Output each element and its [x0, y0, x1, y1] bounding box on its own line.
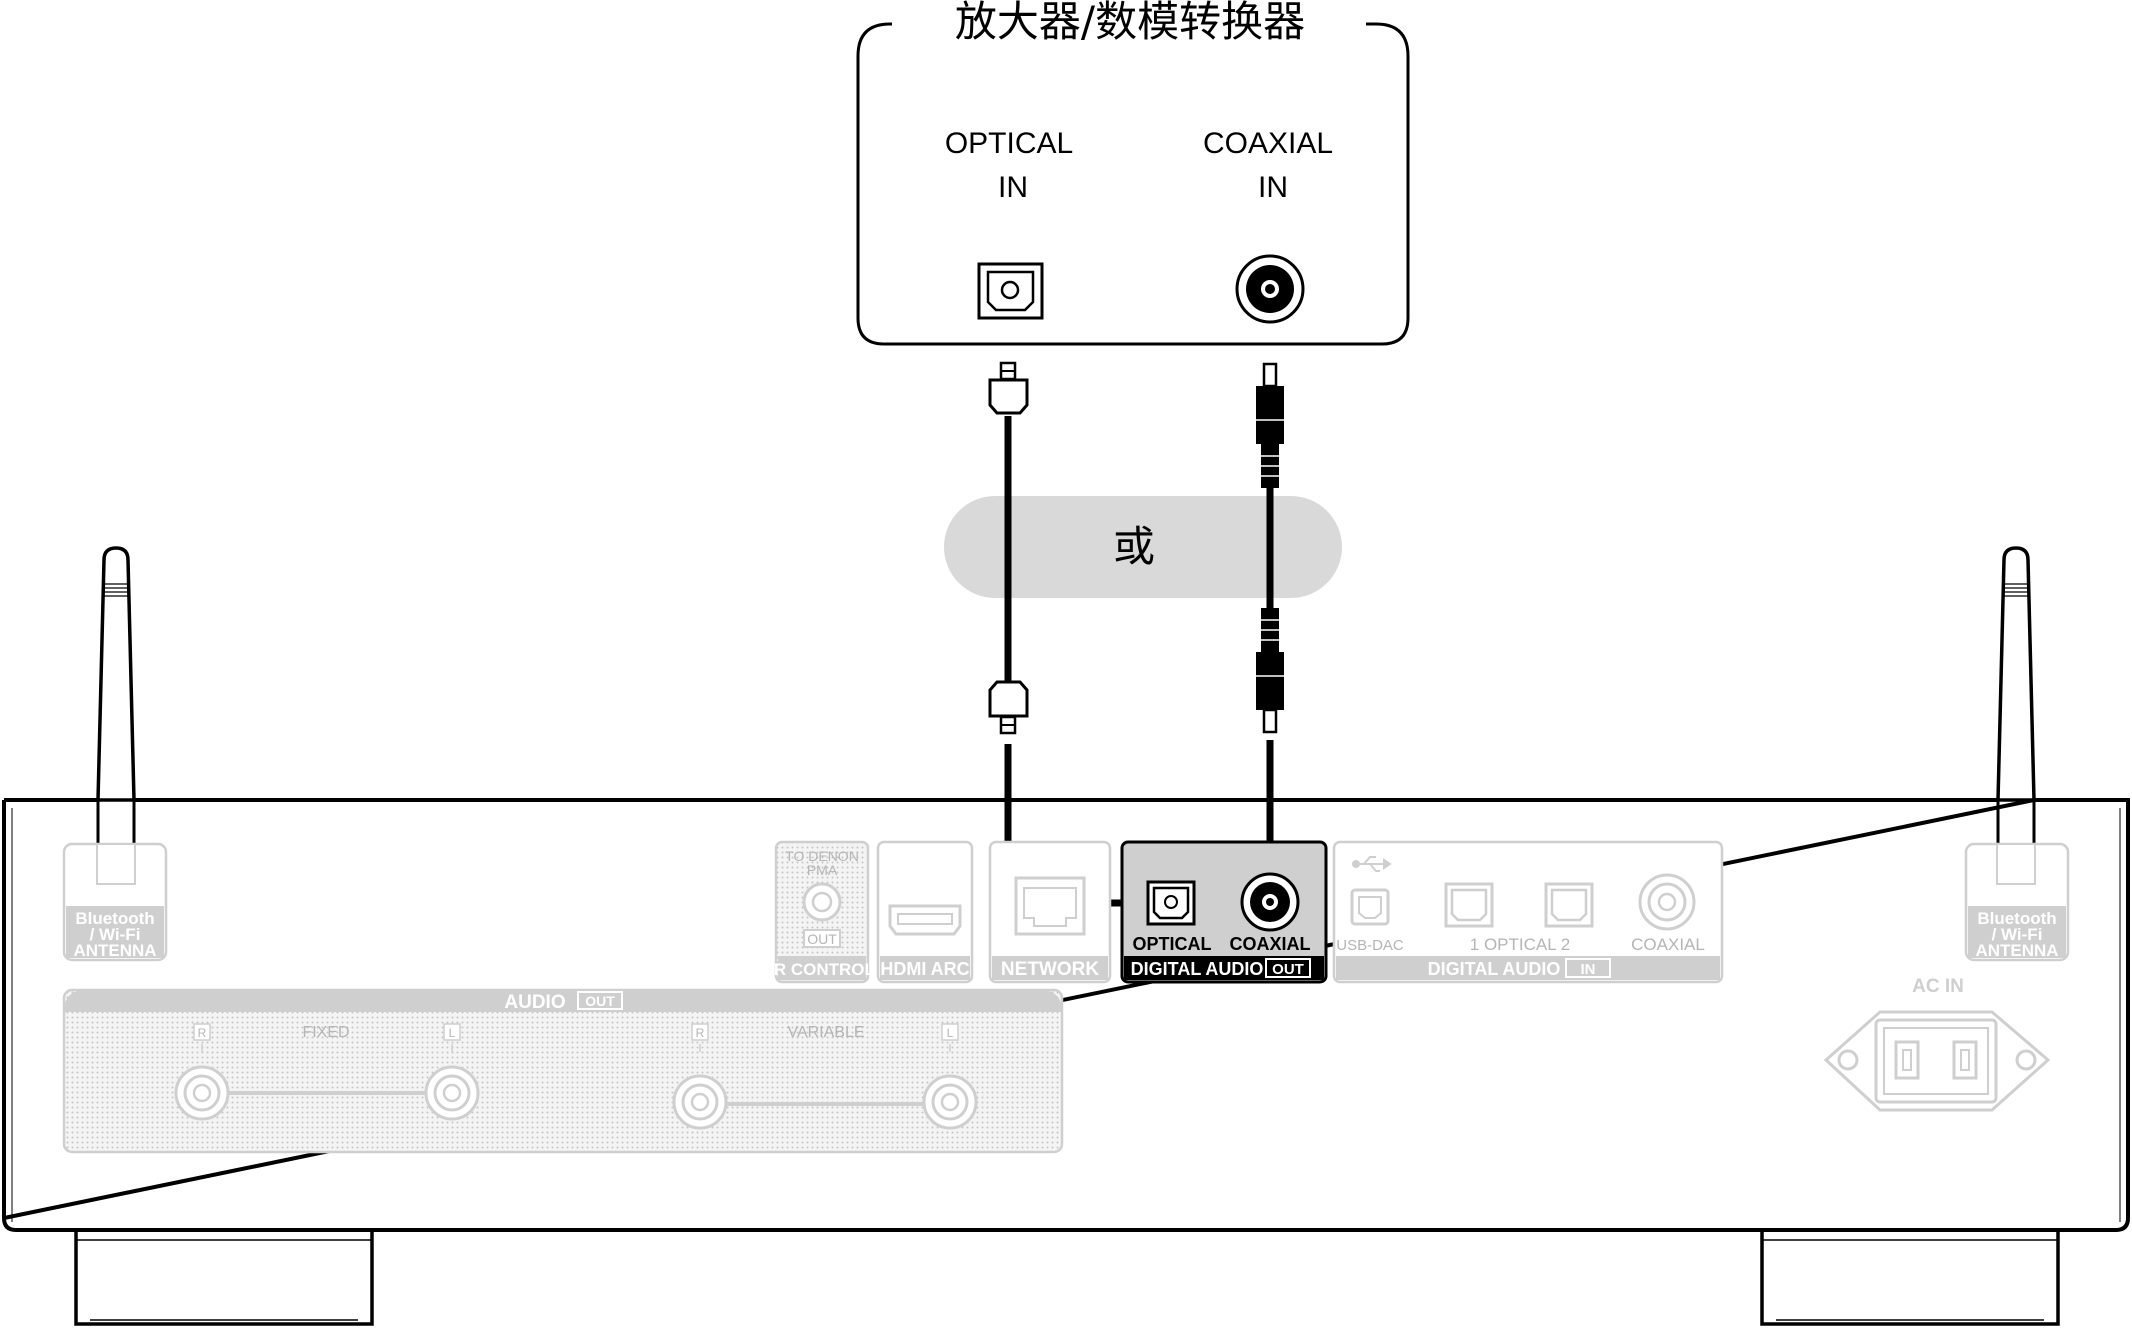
optical-in-label-line2: IN — [998, 171, 1028, 204]
audio-out-badge: OUT — [585, 993, 615, 1009]
amplifier-dac-box: 放大器/数模转换器 OPTICAL IN COAXIAL IN — [856, 0, 1410, 346]
coaxial-cable — [1256, 362, 1284, 880]
coaxial-in-jack-icon — [1235, 254, 1305, 324]
network-label: NETWORK — [1001, 959, 1099, 980]
digital-out-optical-label: OPTICAL — [1133, 934, 1212, 954]
optical-in-label-line1: OPTICAL — [945, 127, 1073, 160]
right-antenna-icon — [1996, 546, 2036, 802]
variable-l-label: L — [947, 1026, 954, 1040]
or-label: 或 — [1113, 522, 1155, 571]
left-antenna-label-line2: / Wi-Fi — [90, 925, 141, 944]
hdmi-arc-terminal: HDMI ARC — [876, 840, 974, 984]
fixed-label: FIXED — [302, 1024, 349, 1041]
ac-in-label: AC IN — [1912, 976, 1964, 997]
right-antenna-label-line2: / Wi-Fi — [1992, 925, 2043, 944]
device-box-title: 放大器/数模转换器 — [955, 0, 1305, 46]
audio-out-terminal: AUDIO OUT R FIXED L R VARIABLE L — [62, 988, 1064, 1154]
digital-in-label: DIGITAL AUDIO — [1428, 959, 1561, 979]
digital-out-badge: OUT — [1272, 961, 1304, 978]
left-foot — [74, 1228, 374, 1326]
optical-cable — [988, 361, 1158, 907]
fixed-l-jack-icon — [424, 1065, 480, 1121]
optical-out-jack-icon — [1146, 880, 1196, 926]
digital-out-label: DIGITAL AUDIO — [1131, 959, 1264, 979]
variable-r-jack-icon — [672, 1074, 728, 1130]
digital-out-coaxial-label: COAXIAL — [1230, 934, 1311, 954]
right-antenna-label-line3: ANTENNA — [1975, 941, 2058, 960]
fixed-r-jack-icon — [174, 1065, 230, 1121]
digital-audio-in-terminal: USB-DAC 1 OPTICAL 2 COAXIAL DIGITAL AUDI… — [1332, 840, 1724, 984]
coaxial-out-jack-icon — [1240, 872, 1300, 932]
left-antenna-icon — [96, 546, 136, 802]
digital-in-optical-label: 1 OPTICAL 2 — [1470, 935, 1570, 954]
variable-label: VARIABLE — [787, 1024, 864, 1041]
usb-dac-label: USB-DAC — [1336, 937, 1404, 954]
ir-control-terminal: TO DENON PMA OUT IR CONTROL — [769, 840, 875, 984]
digital-in-coaxial-label: COAXIAL — [1631, 935, 1705, 954]
left-antenna-terminal: Bluetooth / Wi-Fi ANTENNA — [62, 842, 168, 962]
ir-out-badge: OUT — [807, 931, 837, 947]
left-antenna-label-line3: ANTENNA — [73, 941, 156, 960]
coaxial-in-label-line2: IN — [1258, 171, 1288, 204]
ac-in-terminal: AC IN — [1823, 976, 2051, 1112]
or-bubble: 或 — [944, 496, 1342, 598]
right-antenna-terminal: Bluetooth / Wi-Fi ANTENNA — [1964, 842, 2070, 962]
right-antenna-label-line1: Bluetooth — [1977, 909, 2056, 928]
hdmi-arc-label: HDMI ARC — [880, 959, 969, 979]
variable-l-jack-icon — [922, 1074, 978, 1130]
fixed-r-label: R — [198, 1026, 207, 1040]
ir-control-label: IR CONTROL — [769, 960, 875, 979]
coaxial-in-label-line1: COAXIAL — [1203, 127, 1333, 160]
digital-in-badge: IN — [1581, 961, 1596, 978]
fixed-l-label: L — [449, 1026, 456, 1040]
ir-to-denon-label: TO DENON — [785, 848, 859, 864]
usb-icon — [1352, 856, 1392, 872]
variable-r-label: R — [696, 1026, 705, 1040]
left-antenna-label-line1: Bluetooth — [75, 909, 154, 928]
optical-in-jack-icon — [977, 262, 1044, 320]
ir-pma-label: PMA — [807, 862, 838, 878]
digital-audio-out-terminal: OPTICAL COAXIAL DIGITAL AUDIO OUT — [1120, 840, 1328, 984]
network-terminal: NETWORK — [988, 840, 1112, 984]
right-foot — [1760, 1228, 2060, 1326]
audio-out-label: AUDIO — [504, 992, 565, 1013]
